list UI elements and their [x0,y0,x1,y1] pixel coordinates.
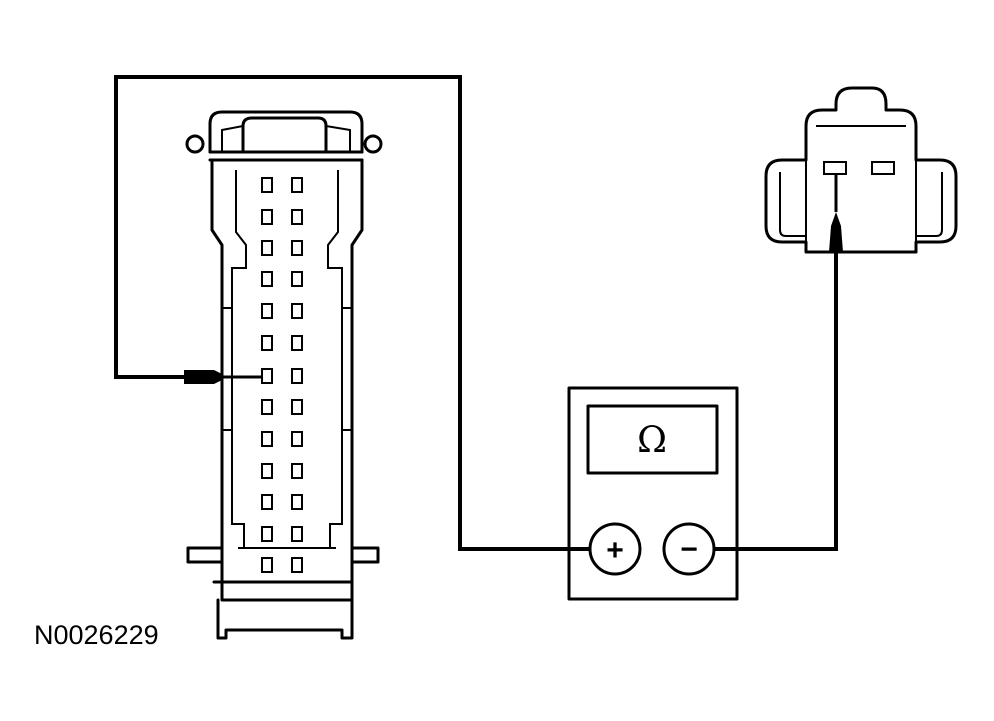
connector-top-cap [208,110,364,154]
pin-10a [261,463,273,479]
pin-4a [261,271,273,287]
positive-terminal-label: + [606,534,624,567]
pin-13b [291,557,303,573]
pin-12b [291,526,303,542]
sensor-connector [764,86,958,254]
pin-11a [261,494,273,510]
wire-negative-to-sensor [713,252,838,551]
connector-body [210,158,364,602]
sensor-pin-2 [871,161,895,175]
pin-6a [261,335,273,351]
pin-7b [291,368,303,384]
test-leads [114,75,838,551]
multimeter: Ω + − [567,386,739,601]
back-probe-left [184,370,262,384]
pin-2a [261,209,273,225]
pin-9b [291,431,303,447]
connector-latch [241,116,328,154]
negative-terminal-label: − [680,533,698,566]
multimeter-body [567,386,739,601]
pin-8a [261,399,273,415]
pin-3b [291,240,303,256]
wire-connector-to-positive [114,75,591,551]
multimeter-display [586,404,719,475]
pin-2b [291,209,303,225]
connector-pins [261,177,303,573]
sensor-pin-1 [823,161,847,175]
pin-9a [261,431,273,447]
pin-5b [291,303,303,319]
pin-11b [291,494,303,510]
pin-6b [291,335,303,351]
negative-terminal [662,522,716,576]
connector-right-ear [363,134,383,154]
multi-pin-connector [184,110,383,640]
ohm-symbol: Ω [637,420,667,461]
pin-3a [261,240,273,256]
sensor-connector-body [764,86,958,254]
pin-7a-probed [261,368,273,384]
connector-left-ear [185,134,205,154]
pin-1b [291,177,303,193]
connector-bottom-skirt [212,580,354,640]
connector-right-flange [350,546,380,564]
pin-5a [261,303,273,319]
figure-id-label: N0026229 [34,620,159,650]
pin-8b [291,399,303,415]
pin-1a [261,177,273,193]
pin-12a [261,526,273,542]
pin-4b [291,271,303,287]
back-probe-right [829,174,843,252]
pin-13a [261,557,273,573]
positive-terminal [588,522,642,576]
pin-10b [291,463,303,479]
connector-left-flange [186,546,224,564]
